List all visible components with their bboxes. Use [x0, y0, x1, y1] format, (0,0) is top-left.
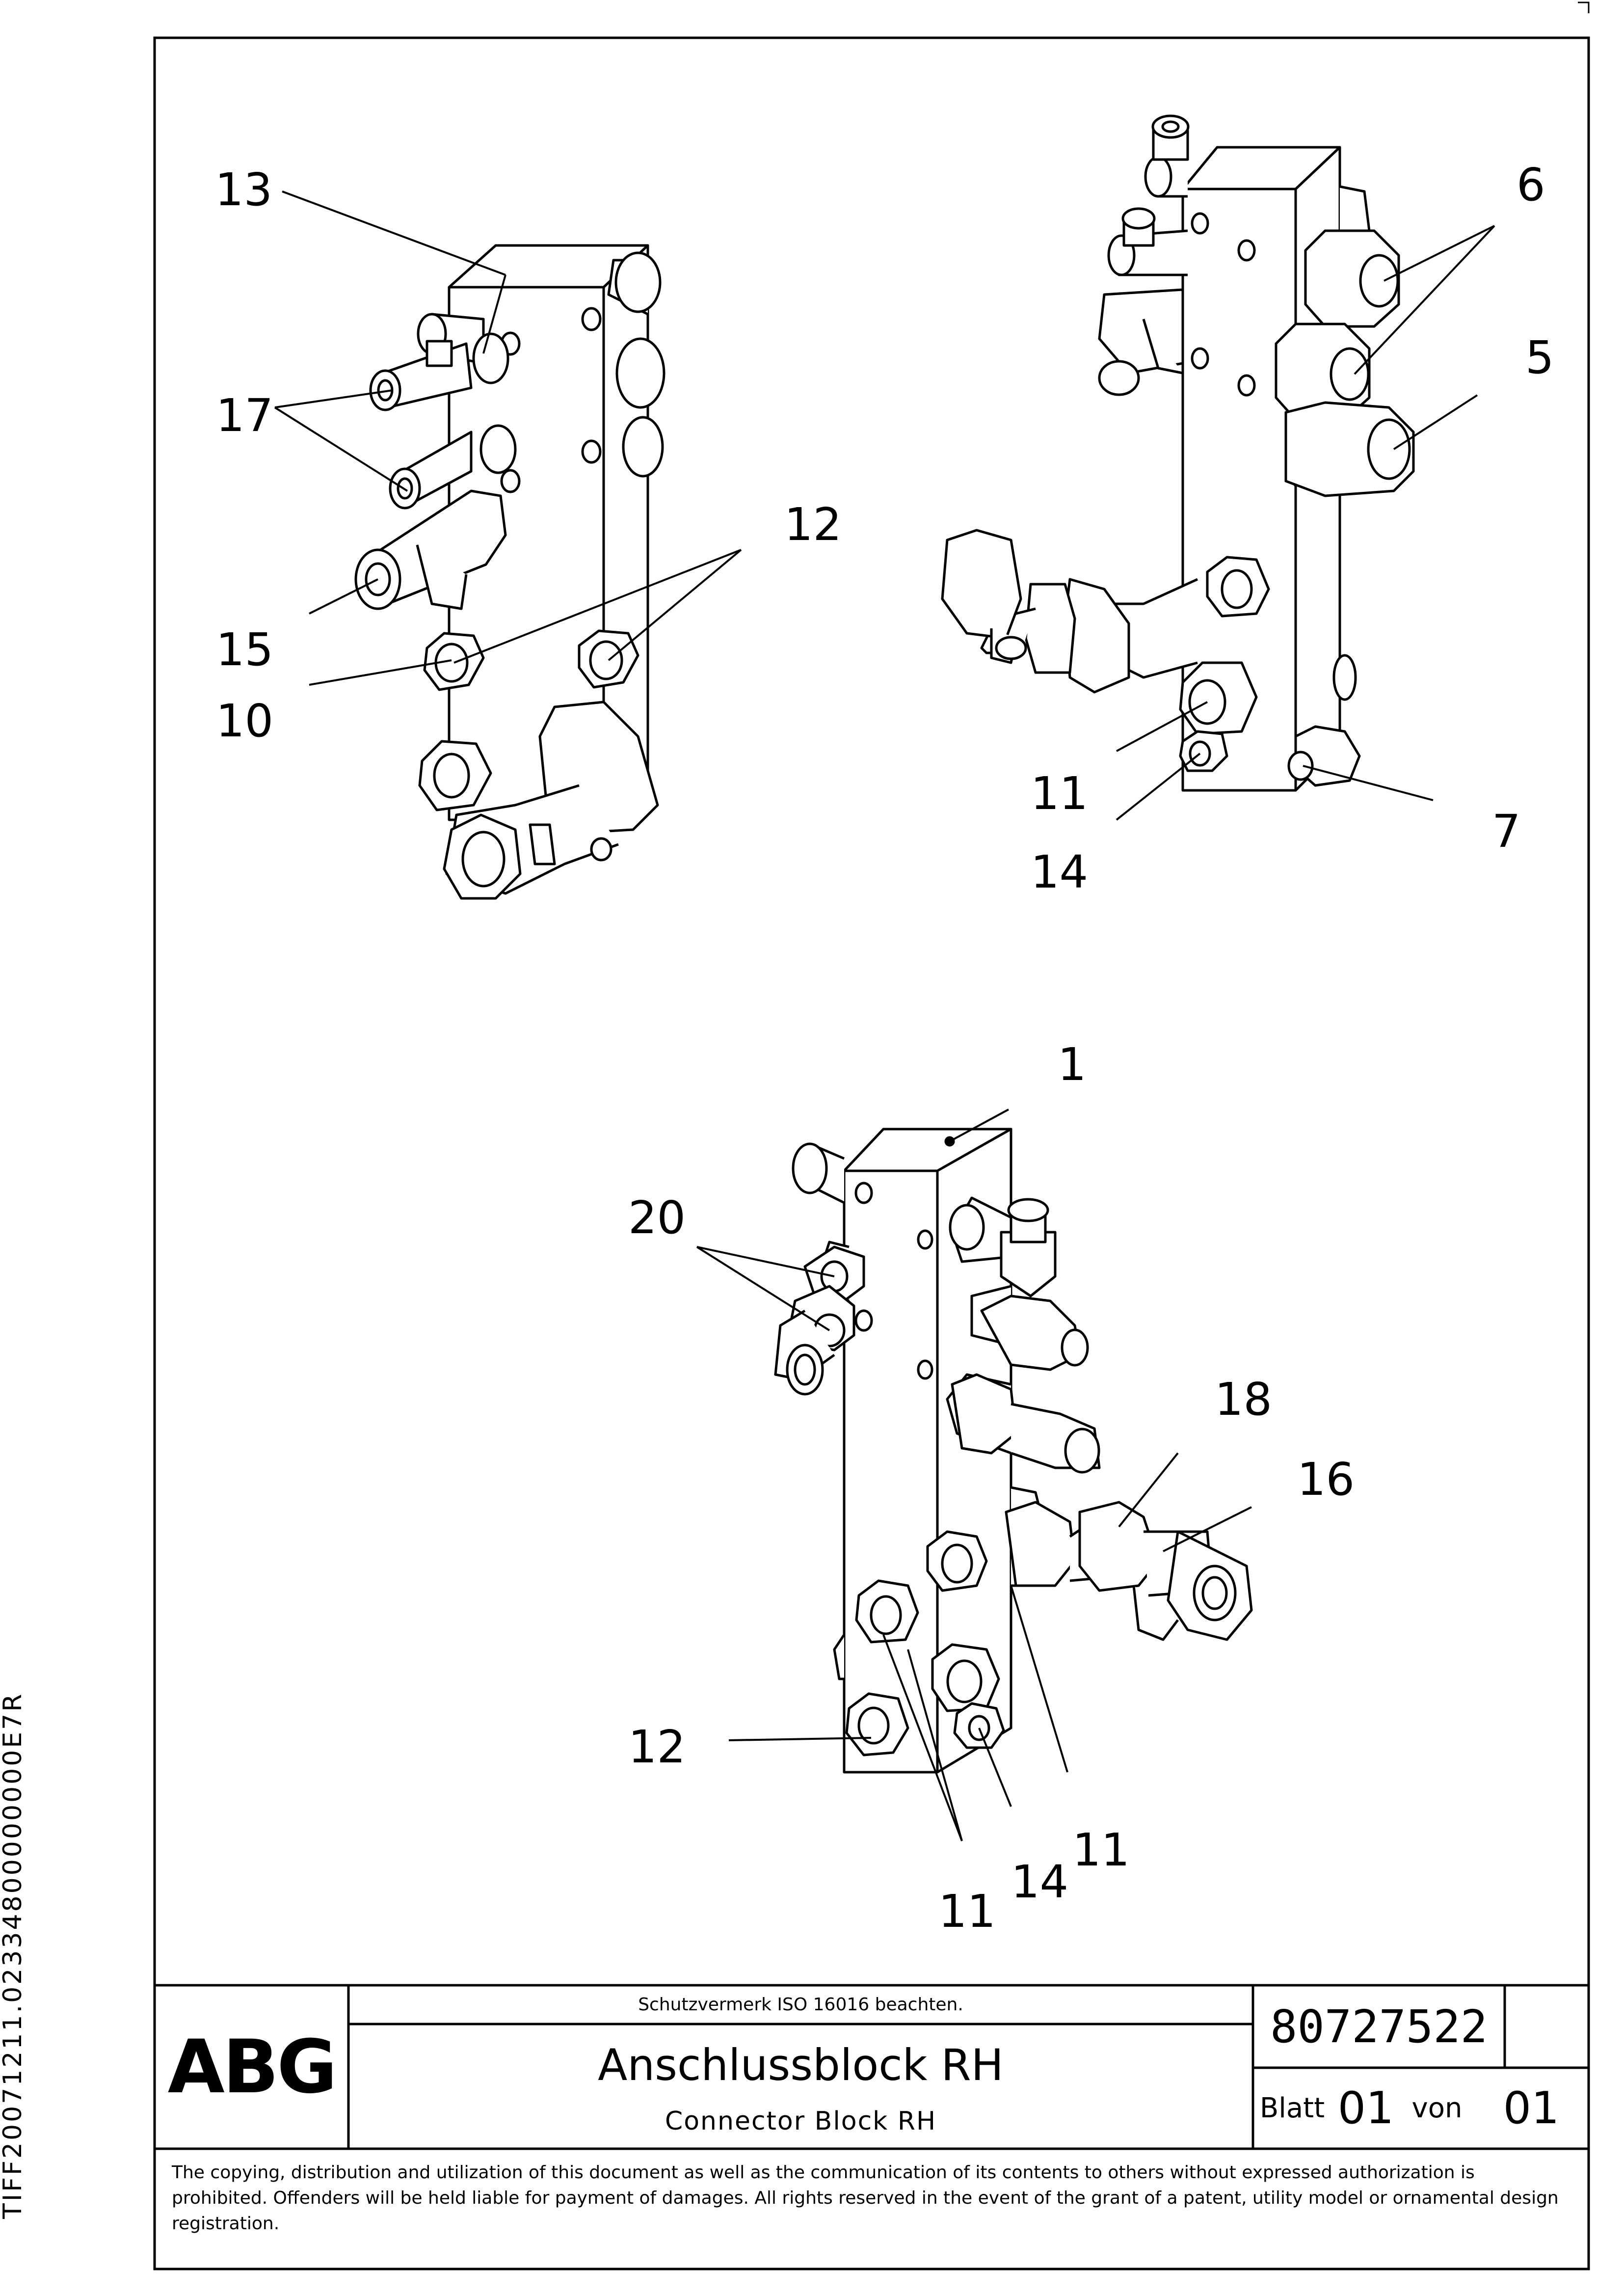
- of-label: von: [1411, 2092, 1463, 2124]
- title-german: Anschlussblock RH: [598, 2039, 1004, 2090]
- callout-6: 6: [1517, 159, 1545, 211]
- callout-16: 16: [1297, 1453, 1355, 1506]
- copyright-notice: The copying, distribution and utilizatio…: [172, 2162, 1559, 2234]
- callout-13: 13: [215, 163, 272, 216]
- callout-15: 15: [216, 623, 273, 676]
- connector-block-view-right: [941, 114, 1415, 792]
- callout-18: 18: [1215, 1373, 1272, 1426]
- callout-20: 20: [628, 1191, 686, 1244]
- callout-12-left-view: 12: [784, 498, 842, 551]
- drawing-number: 80727522: [1270, 2000, 1488, 2053]
- callout-7: 7: [1492, 805, 1521, 858]
- side-file-code: TIFF20071211.02334800000000E7R: [0, 1692, 27, 2219]
- sheet-label: Blatt: [1259, 2092, 1325, 2124]
- callout-5: 5: [1525, 331, 1554, 384]
- callout-17: 17: [216, 389, 273, 442]
- callout-11-bottom-left: 11: [938, 1885, 996, 1938]
- callout-10: 10: [216, 695, 273, 747]
- callout-labels: 13 17 15 10 12 6 5 11 14 7 1 20 18 16 12…: [215, 159, 1554, 1938]
- callout-12-bottom-view: 12: [628, 1721, 686, 1773]
- connector-block-view-left: [354, 244, 665, 900]
- callout-14-right-view: 14: [1031, 846, 1088, 898]
- callout-11-right-view: 11: [1031, 767, 1088, 820]
- connector-block-view-bottom: [774, 1128, 1253, 1774]
- title-english: Connector Block RH: [665, 2107, 937, 2136]
- title-block: ABG Schutzvermerk ISO 16016 beachten. An…: [155, 1985, 1589, 2149]
- callout-14-bottom-view: 14: [1011, 1856, 1068, 1908]
- leader-lines: [274, 190, 1495, 1841]
- callout-1: 1: [1058, 1038, 1087, 1091]
- sheet-number: 01: [1337, 2082, 1394, 2134]
- drawing-frame: [153, 36, 1590, 2270]
- sheet-total: 01: [1503, 2082, 1560, 2134]
- protection-note: Schutzvermerk ISO 16016 beachten.: [638, 1995, 963, 2015]
- callout-11-bottom-right: 11: [1072, 1824, 1130, 1876]
- company-logo: ABG: [167, 2024, 338, 2110]
